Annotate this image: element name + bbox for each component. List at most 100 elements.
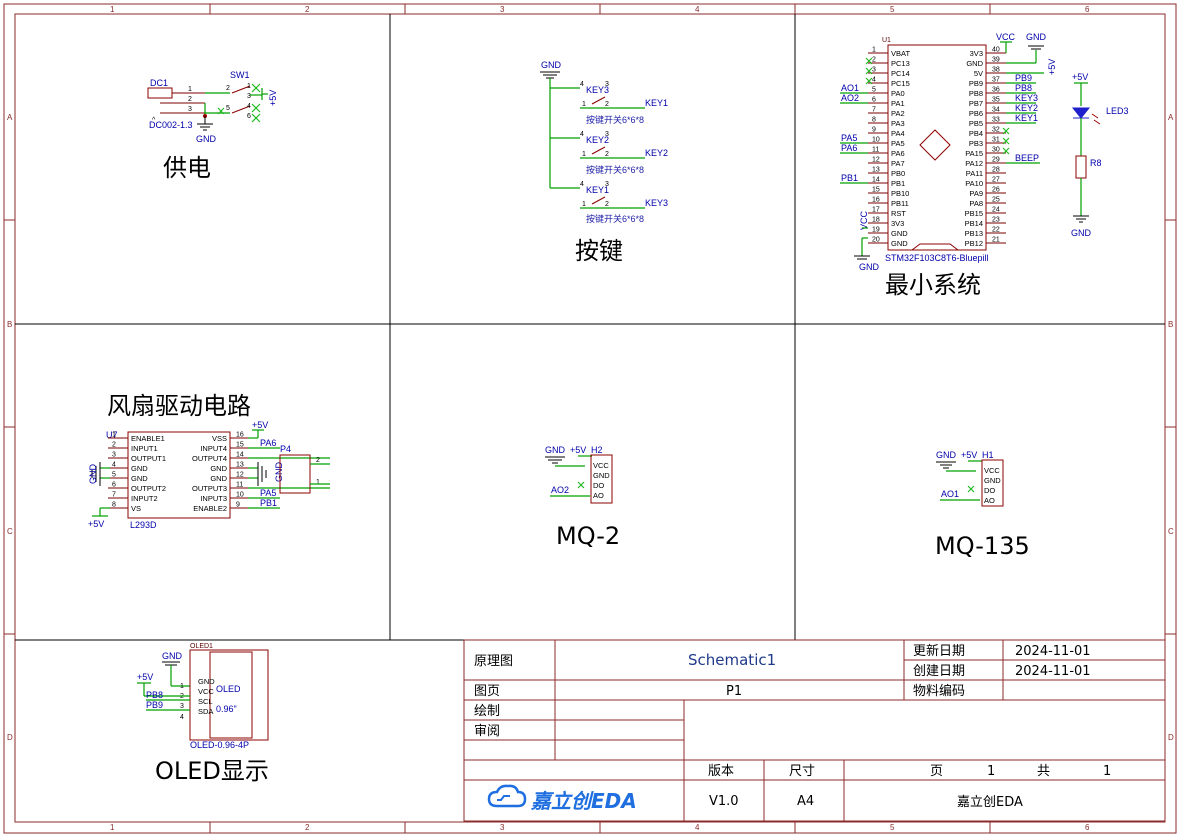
mcu-body[interactable] xyxy=(887,44,987,251)
mcu-gnd-left: GND xyxy=(859,262,880,272)
mcu-pin-number: 38 xyxy=(992,67,1000,74)
mcu-pin-number: 30 xyxy=(992,147,1000,154)
switch-symbol[interactable]: 2 1 3 5 4 6 xyxy=(203,83,268,120)
oled-pin-sda: SDA xyxy=(198,707,213,716)
dc-jack-symbol[interactable]: 1 2 3 ^ xyxy=(147,86,205,124)
l293d-pin-number: 1 xyxy=(112,432,116,439)
oled-net-pb8: PB8 xyxy=(146,690,163,700)
l293d-pin-name: INPUT1 xyxy=(131,444,158,453)
mcu-pin-name: PA10 xyxy=(965,179,983,188)
tb-material-label: 物料编码 xyxy=(913,684,965,699)
mcu-net-ao1: AO1 xyxy=(841,83,859,93)
mcu-pin-number: 10 xyxy=(872,137,880,144)
mcu-pin-name: PA6 xyxy=(891,149,905,158)
svg-text:2: 2 xyxy=(226,85,230,92)
zone-title-power: 供电 xyxy=(163,154,211,182)
mcu-pin-number: 26 xyxy=(992,187,1000,194)
fan-connector[interactable] xyxy=(279,454,311,494)
zone-title-fan: 风扇驱动电路 xyxy=(107,392,251,420)
led-resistor-branch[interactable]: +5V LED3 R8 GND xyxy=(1071,72,1129,238)
l293d-pin-number: 8 xyxy=(112,502,116,509)
l293d-pin-name: INPUT2 xyxy=(131,494,158,503)
fan-net-pb1: PB1 xyxy=(260,498,277,508)
svg-text:3: 3 xyxy=(605,81,609,88)
ruler-col-2-top: 2 xyxy=(305,5,310,14)
svg-text:1: 1 xyxy=(247,83,251,90)
mcu-net-key1: KEY1 xyxy=(1015,113,1038,123)
l293d-body[interactable] xyxy=(127,431,231,519)
svg-text:2: 2 xyxy=(605,151,609,158)
mcu-pin-name: GND xyxy=(966,59,983,68)
l293d-pin-number: 4 xyxy=(112,462,116,469)
tb-schematic-label: 原理图 xyxy=(474,654,513,669)
cloud-icon xyxy=(487,784,527,808)
mq2-pin-vcc: VCC xyxy=(593,461,609,470)
l293d-pin-name: OUTPUT2 xyxy=(131,484,166,493)
svg-text:3: 3 xyxy=(605,181,609,188)
mq2-module[interactable] xyxy=(590,454,613,504)
mq135-module[interactable] xyxy=(981,459,1004,507)
mcu-pin-name: PB6 xyxy=(969,109,983,118)
oled-module[interactable] xyxy=(189,649,269,741)
ruler-col-4-bottom: 4 xyxy=(695,823,700,832)
l293d-pin-number: 12 xyxy=(236,472,244,479)
mcu-pin-name: PA8 xyxy=(969,199,983,208)
